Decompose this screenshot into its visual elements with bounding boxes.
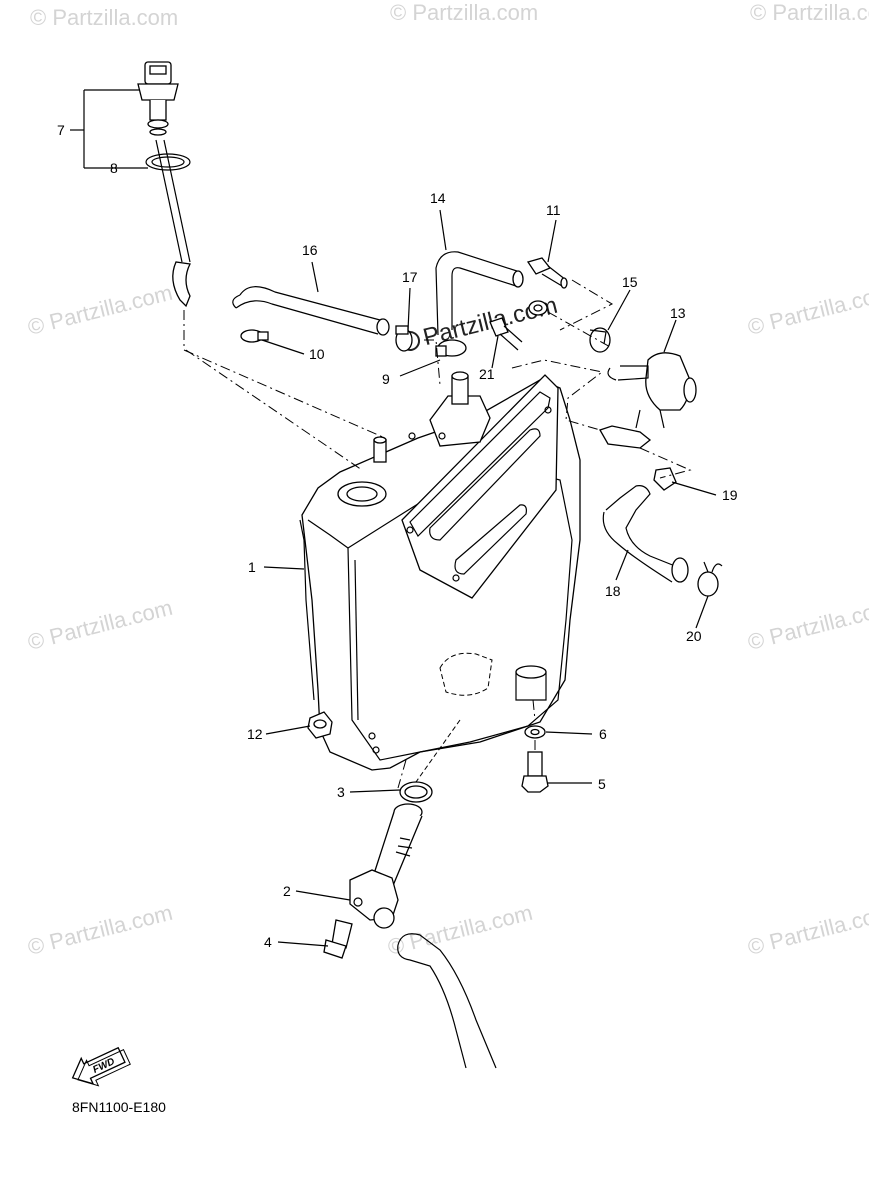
fwd-arrow-icon: FWD (71, 1046, 131, 1087)
callout-6: 6 (599, 726, 607, 742)
clamp-10 (240, 329, 269, 343)
hose-18 (602, 485, 689, 583)
callout-21: 21 (479, 366, 495, 382)
grommet-part (528, 300, 548, 316)
callout-17: 17 (402, 269, 418, 285)
callout-19: 19 (722, 487, 738, 503)
watermark: © Partzilla.com (385, 900, 535, 960)
callout-10: 10 (309, 346, 325, 362)
clamp-19 (653, 467, 677, 491)
nut-12 (307, 711, 333, 739)
callout-7: 7 (57, 122, 65, 138)
outlet-hose (397, 933, 497, 1069)
callout-1: 1 (248, 559, 256, 575)
callout-4: 4 (264, 934, 272, 950)
watermark: © Partzilla.com (25, 900, 175, 960)
callout-9: 9 (382, 371, 390, 387)
watermark: © Partzilla.com (750, 0, 869, 25)
callout-5: 5 (598, 776, 606, 792)
bolt-21 (489, 317, 523, 351)
leader-lines (70, 89, 717, 947)
watermark: © Partzilla.com (390, 0, 538, 25)
diagram-code: 8FN1100-E180 (72, 1099, 166, 1115)
assembly-lines (183, 279, 692, 789)
callout-8: 8 (110, 160, 118, 176)
clamp-15 (589, 327, 611, 353)
callout-14: 14 (430, 190, 446, 206)
watermark: © Partzilla.com (745, 900, 869, 960)
bolt-11 (526, 257, 568, 289)
callout-2: 2 (283, 883, 291, 899)
watermark: © Partzilla.com (30, 5, 178, 30)
o-ring-3 (399, 781, 433, 803)
clamp-17 (395, 325, 413, 352)
oil-tank-1 (299, 371, 581, 771)
callout-20: 20 (686, 628, 702, 644)
callout-labels: 7 8 16 10 17 14 11 15 13 9 21 19 18 20 1… (57, 122, 738, 950)
watermark: © Partzilla.com (745, 280, 869, 340)
drain-bolt-5 (521, 751, 549, 793)
dipstick-part (137, 61, 191, 308)
hose-16 (232, 286, 390, 336)
callout-12: 12 (247, 726, 263, 742)
callout-13: 13 (670, 305, 686, 321)
washer-6 (524, 725, 546, 739)
callout-15: 15 (622, 274, 638, 290)
callout-18: 18 (605, 583, 621, 599)
strainer-2 (349, 803, 423, 929)
callout-16: 16 (302, 242, 318, 258)
bolt-4 (323, 919, 353, 959)
watermark: © Partzilla.com (25, 280, 175, 340)
tie-20 (697, 561, 723, 597)
callout-3: 3 (337, 784, 345, 800)
watermark: © Partzilla.com (25, 595, 175, 655)
valve-13 (599, 352, 697, 449)
watermark: © Partzilla.com (745, 595, 869, 655)
hose-14 (435, 251, 524, 336)
callout-11: 11 (546, 202, 561, 218)
clamp-9 (435, 339, 467, 357)
